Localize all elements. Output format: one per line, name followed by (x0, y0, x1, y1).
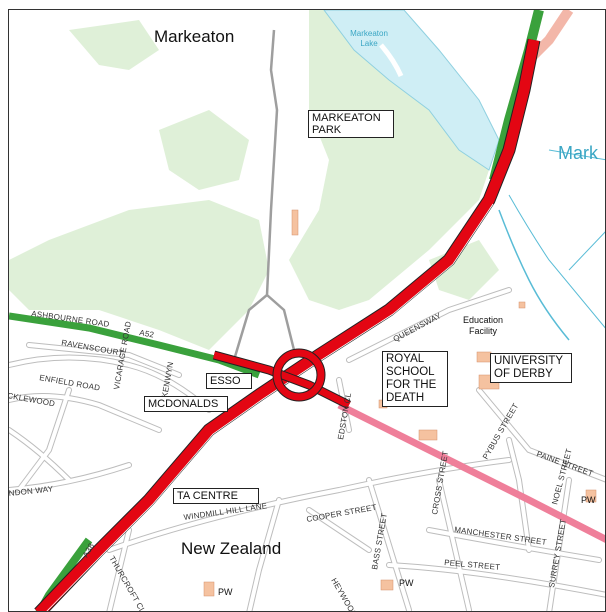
street-heywood: HEYWOOD (329, 577, 359, 612)
poi-university[interactable]: UNIVERSITY OF DERBY (490, 353, 572, 383)
label-pw-3: PW (581, 495, 596, 505)
park-path (232, 29, 296, 361)
water-areas (323, 10, 605, 341)
place-markeaton: Markeaton (154, 27, 235, 46)
map-frame[interactable]: ASHBOURNE ROAD A52 RAVENSCOURT ENFIELD R… (8, 9, 606, 612)
label-pw-1: PW (218, 587, 233, 597)
poi-ta-centre[interactable]: TA CENTRE (173, 488, 259, 504)
street-cooper-street: COOPER STREET (306, 503, 378, 524)
place-markeaton-lake: Markeaton Lake (350, 29, 388, 48)
street-windmill-hill-lane: WINDMILL HILL LANE (183, 501, 268, 522)
street-ndon-way: NDON WAY (9, 484, 54, 498)
poi-esso[interactable]: ESSO (206, 373, 252, 389)
poi-mcdonalds[interactable]: MCDONALDS (144, 396, 228, 412)
minor-roads-fill (9, 288, 605, 611)
map-canvas[interactable]: ASHBOURNE ROAD A52 RAVENSCOURT ENFIELD R… (9, 10, 606, 612)
street-a52: A52 (139, 328, 156, 340)
label-education-facility: Education Facility (462, 315, 504, 336)
place-new-zealand: New Zealand (181, 539, 282, 558)
poi-royal-school[interactable]: ROYAL SCHOOL FOR THE DEATH (382, 351, 448, 407)
a-road-a52 (9, 312, 261, 379)
trunk-road-a38 (34, 38, 541, 611)
b-road (337, 401, 605, 543)
place-mark-partial: Mark (558, 143, 598, 163)
minor-roads (9, 287, 605, 611)
label-pw-2: PW (399, 578, 414, 588)
street-queensway: QUEENSWAY (392, 311, 443, 344)
poi-markeaton-park[interactable]: MARKEATON PARK (308, 110, 394, 138)
